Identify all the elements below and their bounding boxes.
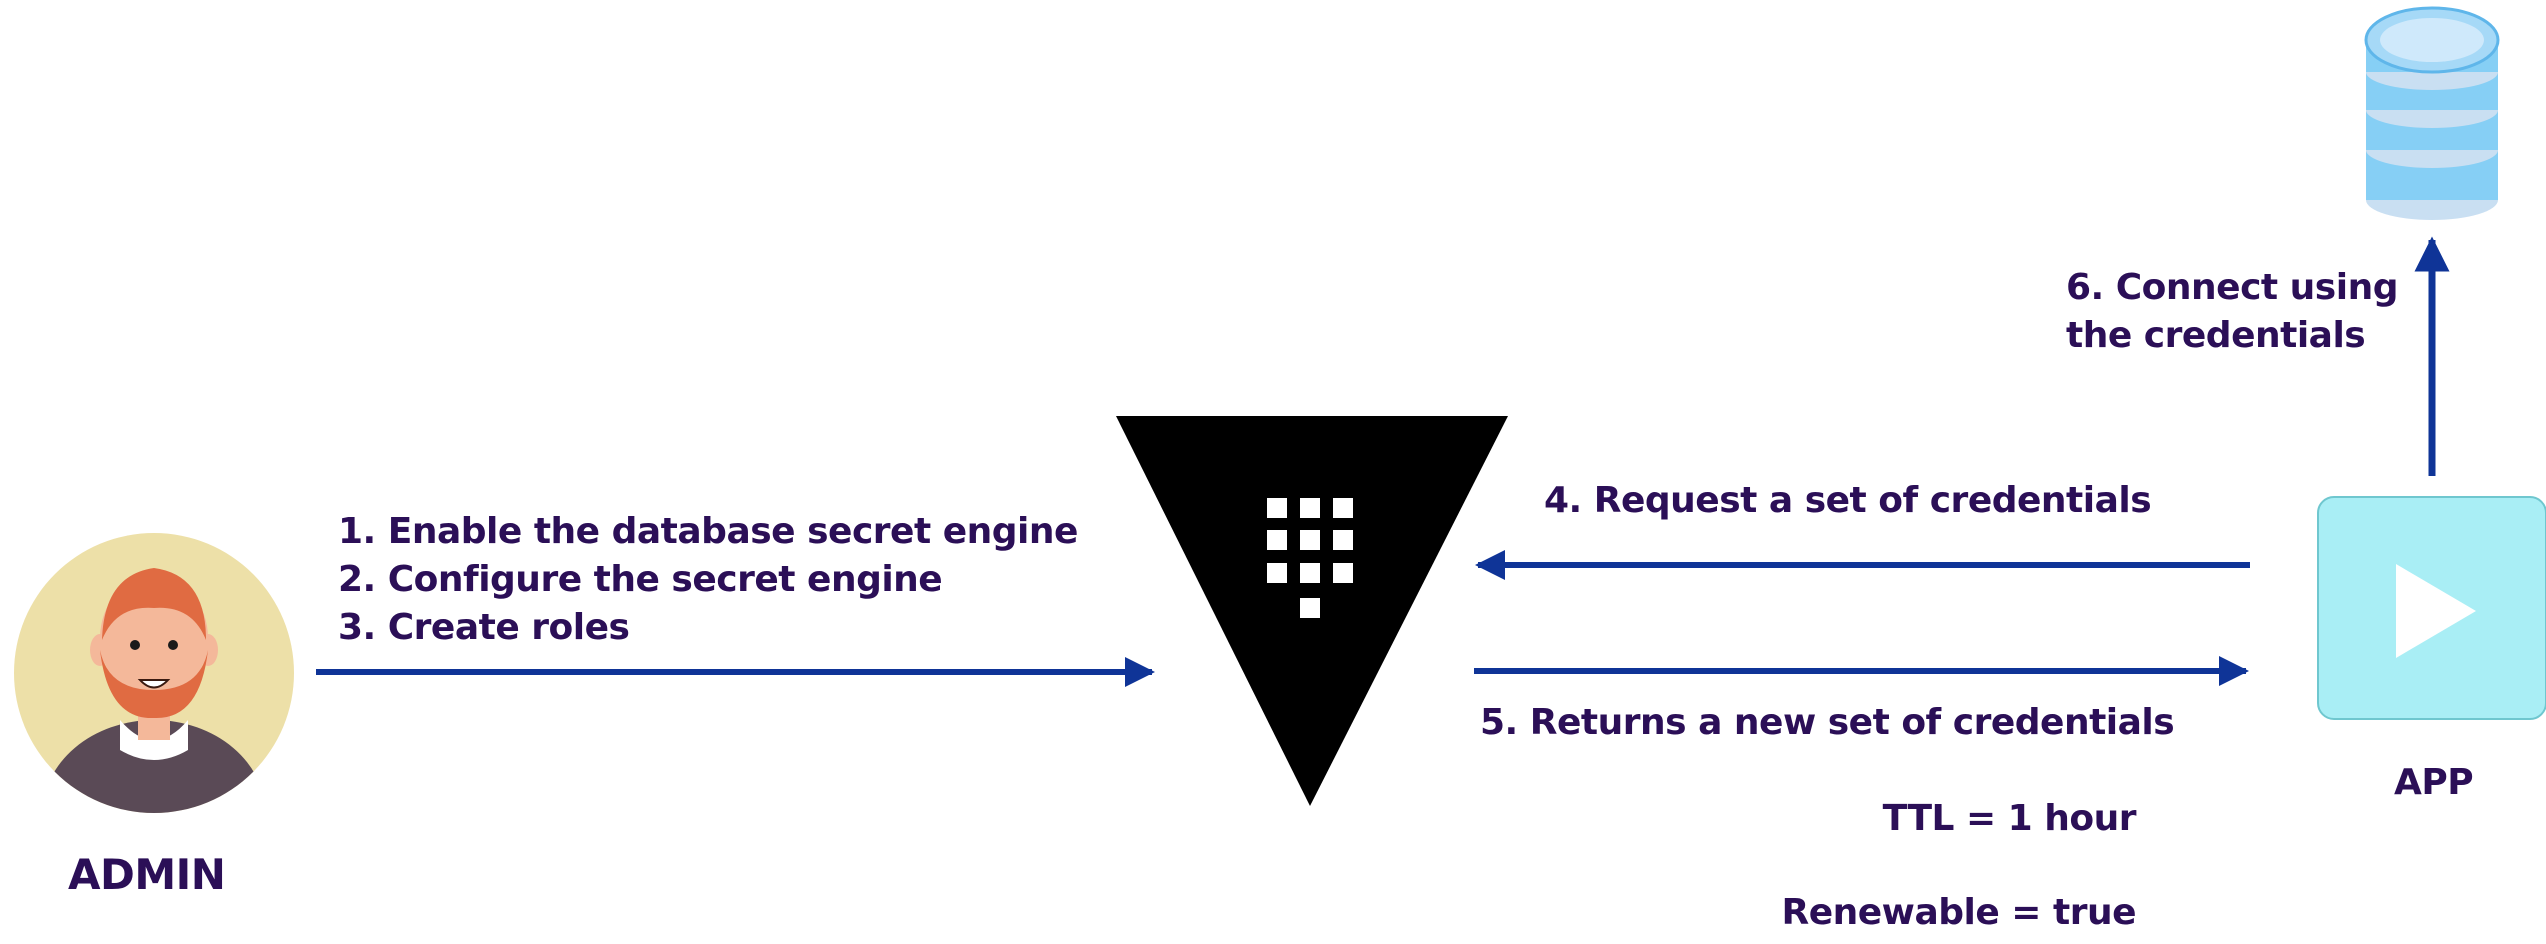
step-1-label: 1. Enable the database secret engine bbox=[338, 511, 1078, 552]
connect-line-2: the credentials bbox=[2066, 315, 2366, 356]
vault-logo-icon bbox=[1116, 416, 1508, 806]
admin-avatar-icon bbox=[14, 533, 294, 813]
step-3-label: 3. Create roles bbox=[338, 607, 630, 648]
connect-line-1: 6. Connect using bbox=[2066, 267, 2398, 308]
admin-label: ADMIN bbox=[68, 850, 226, 899]
ttl-label: TTL = 1 hour bbox=[1882, 798, 2137, 839]
play-icon bbox=[2396, 564, 2476, 658]
admin-steps: 1. Enable the database secret engine 2. … bbox=[338, 508, 1078, 652]
return-credentials-label: 5. Returns a new set of credentials bbox=[1480, 702, 2175, 743]
app-label: APP bbox=[2394, 762, 2474, 803]
connect-credentials-label: 6. Connect using the credentials bbox=[2066, 264, 2398, 360]
step-2-label: 2. Configure the secret engine bbox=[338, 559, 943, 600]
database-icon bbox=[2364, 6, 2500, 220]
renewable-label: Renewable = true bbox=[1781, 892, 2137, 933]
request-credentials-label: 4. Request a set of credentials bbox=[1544, 480, 2152, 521]
app-box bbox=[2317, 496, 2546, 720]
